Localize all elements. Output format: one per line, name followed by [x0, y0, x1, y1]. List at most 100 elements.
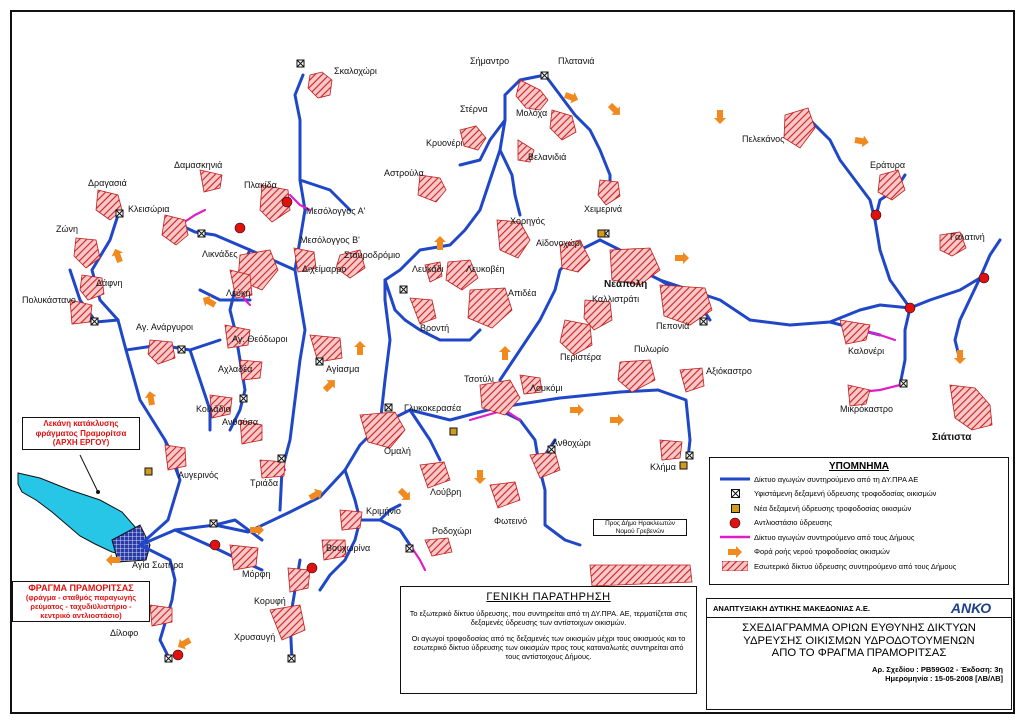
orange-arrow-icon: [397, 487, 410, 500]
label-settlement: Πολυκάστανο: [22, 295, 76, 305]
label-settlement: Απιδέα: [508, 288, 536, 298]
direction-callout-line1: Προς Δήμο Ηρακλεωτών: [605, 520, 675, 527]
drawing-number: Αρ. Σχεδίου : PB59G02 - Έκδοση: 3η: [872, 664, 1003, 674]
label-settlement: Καλλιστράτι: [592, 294, 639, 304]
legend-item: Αντλιοστάσιο ύδρευσης: [710, 516, 1008, 531]
settlement-area: [609, 247, 661, 286]
red-circle-a-icon: [209, 539, 221, 551]
settlement-area: [559, 239, 591, 273]
label-settlement: Πλατανιά: [558, 56, 594, 66]
settlement-area: [424, 537, 453, 557]
settlement-area: [409, 297, 437, 325]
drawing-title-line: ΥΔΡΕΥΣΗΣ ΟΙΚΙΣΜΩΝ ΥΔΡΟΔΟΤΟΥΜΕΝΩΝ: [743, 634, 975, 647]
orange-arrow-icon: [322, 380, 335, 393]
label-settlement: Σταυροδρόμιο: [344, 250, 400, 260]
orange-arrow-icon: [954, 350, 966, 364]
settlement-area: [549, 109, 577, 141]
settlement-area: [939, 231, 967, 257]
label-settlement: Αγία Σωτήρα: [132, 560, 183, 570]
orange-arrow-icon: [499, 346, 511, 360]
boxed-x-icon: [197, 229, 206, 238]
settlement-area: [259, 459, 286, 479]
orange-arrow-icon: [728, 545, 742, 558]
general-note-paragraph: Οι αγωγοί τροφοδοσίας από τις δεξαμενές …: [411, 633, 686, 662]
settlement-area: [359, 411, 406, 449]
general-note-paragraph: Το εξωτερικό δίκτυο ύδρευσης, που συντηρ…: [409, 609, 688, 628]
label-settlement: Τσοτύλι: [464, 374, 494, 384]
label-settlement: Φωτεινό: [494, 516, 527, 526]
label-settlement: Αγίασμα: [326, 364, 360, 374]
label-settlement: Ροδοχώρι: [432, 526, 471, 536]
settlement-area: [839, 319, 871, 345]
orange-arrow-icon: [111, 248, 123, 264]
label-settlement: Δίλοφο: [110, 628, 138, 638]
red-circle-a-icon: [234, 222, 246, 234]
label-settlement: Δάφνη: [96, 278, 123, 288]
label-settlement: Νεάπολη: [604, 279, 647, 290]
label-settlement: Σήμαντρο: [470, 56, 509, 66]
orange-arrow-icon: [607, 102, 620, 115]
orange-arrow-icon: [714, 110, 726, 124]
orange-square-icon: [449, 427, 458, 436]
boxed-x-icon: [115, 209, 124, 218]
legend: ΥΠΟΜΝΗΜΑ Δίκτυο αγωγών συντηρούμενο από …: [709, 457, 1009, 585]
direction-callout-line2: Νομού Γρεβενών: [615, 527, 665, 535]
label-settlement: Λικνάδες: [202, 249, 238, 259]
drawing-title-line: ΑΠΟ ΤΟ ΦΡΑΓΜΑ ΠΡΑΜΟΡΙΤΣΑΣ: [771, 647, 947, 660]
settlement-area: [597, 179, 621, 206]
orange-arrow-icon: [354, 341, 366, 355]
label-settlement: Ανθούσα: [222, 417, 258, 427]
legend-item: Δίκτυο αγωγών συντηρούμενο από τη ΔΥ.ΠΡΑ…: [710, 472, 1008, 487]
settlement-area: [287, 567, 311, 593]
label-settlement: Αξιόκαστρο: [706, 366, 752, 376]
legend-item-label: Υφιστάμενη δεξαμενή ύδρευσης τροφοδοσίας…: [754, 489, 937, 499]
settlement-area: [517, 139, 535, 163]
settlement-area: [164, 444, 187, 471]
boxed-x-icon: [315, 357, 324, 366]
settlement-area: [307, 71, 333, 99]
orange-arrow-icon: [202, 295, 217, 308]
label-settlement: Κορυφή: [254, 596, 286, 606]
settlement-area: [199, 169, 223, 193]
lake-area: [17, 472, 143, 557]
label-settlement: Λούβρη: [430, 487, 461, 497]
orange-square-icon: [730, 503, 740, 513]
red-circle-a-icon: [306, 562, 318, 574]
company-name: ΑΝΑΠΤΥΞΙΑΚΗ ΔΥΤΙΚΗΣ ΜΑΚΕΔΟΝΙΑΣ Α.Ε.: [713, 603, 870, 613]
red-circle-a-icon: [870, 209, 882, 221]
lake-callout-line3: (ΑΡΧΗ ΕΡΓΟΥ): [52, 438, 110, 448]
orange-square-icon: [679, 461, 688, 470]
boxed-x-icon: [899, 379, 908, 388]
label-settlement: Εράτυρα: [870, 160, 905, 170]
label-settlement: Ζώνη: [56, 224, 78, 234]
orange-arrow-icon: [308, 488, 323, 501]
label-settlement: Σκαλοχώρι: [334, 66, 377, 76]
orange-square-icon: [597, 229, 606, 238]
orange-arrow-icon: [610, 414, 624, 426]
orange-arrow-icon: [250, 524, 264, 536]
label-settlement: Στέρνα: [460, 104, 488, 114]
orange-arrow-icon: [177, 637, 192, 650]
settlement-area: [149, 604, 173, 627]
boxed-x-icon: [296, 59, 305, 68]
settlement-area: [679, 367, 705, 393]
label-settlement: Κρυονέρι: [426, 138, 463, 148]
settlement-area: [209, 394, 233, 419]
general-note: ΓΕΝΙΚΗ ΠΑΡΑΤΗΡΗΣΗ Το εξωτερικό δίκτυο ύδ…: [400, 586, 697, 694]
boxed-x-icon: [90, 317, 99, 326]
orange-arrow-icon: [474, 470, 486, 484]
settlement-area: [417, 174, 447, 203]
label-settlement: Πυλωρίο: [634, 344, 669, 354]
settlement-area: [583, 299, 613, 331]
label-settlement: Καλονέρι: [848, 346, 884, 356]
label-settlement: Χρυσαυγή: [234, 632, 275, 642]
settlement-area: [445, 259, 479, 291]
settlement-area: [161, 214, 189, 246]
dam-callout-line1: (φράγμα - σταθμός παραγωγής: [25, 592, 137, 602]
boxed-x-icon: [384, 403, 393, 412]
orange-arrow-icon: [434, 236, 446, 250]
company-logo: ΑΝΚΟ: [950, 600, 992, 616]
settlement-area: [515, 79, 549, 111]
boxed-x-icon: [209, 519, 218, 528]
